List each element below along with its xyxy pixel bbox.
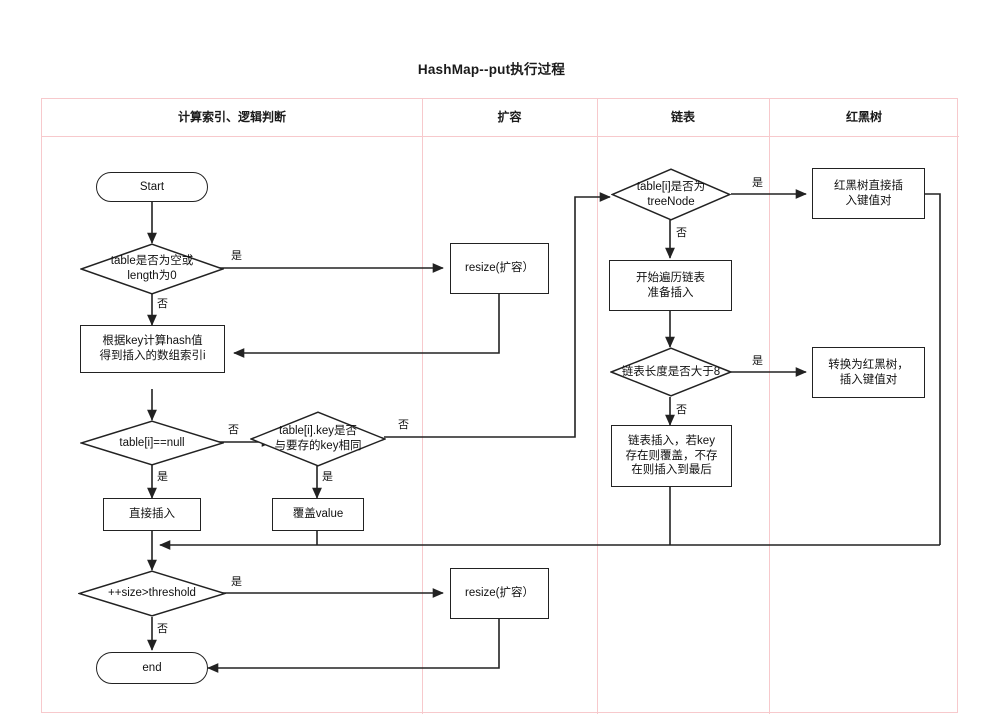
edge-label-table-empty-yes: 是	[231, 250, 242, 262]
node-size-threshold[interactable]: ++size>threshold	[78, 570, 226, 617]
diamond-shape	[250, 411, 386, 467]
node-end[interactable]: end	[96, 652, 208, 684]
node-resize-top[interactable]: resize(扩容）	[450, 243, 549, 294]
header-divider	[42, 136, 959, 138]
edge-label-table-null-no: 否	[228, 424, 239, 436]
edge-label-table-empty-no: 否	[157, 298, 168, 310]
node-label: ++size>threshold	[108, 587, 196, 600]
diamond-shape	[78, 570, 226, 617]
lane-header-linkedlist: 链表	[670, 110, 695, 124]
edge-label-table-null-yes: 是	[157, 471, 168, 483]
node-tree-insert[interactable]: 红黑树直接插入键值对	[812, 168, 925, 219]
node-start[interactable]: Start	[96, 172, 208, 202]
edge-label-key-same-no: 否	[398, 419, 409, 431]
diamond-shape	[610, 347, 732, 397]
lane-divider-3	[769, 99, 771, 714]
node-traverse-list[interactable]: 开始遍历链表准备插入	[609, 260, 732, 311]
node-resize-bottom[interactable]: resize(扩容）	[450, 568, 549, 619]
lane-header-resize: 扩容	[497, 110, 522, 124]
node-overwrite-value[interactable]: 覆盖value	[272, 498, 364, 531]
edge-label-len-yes: 是	[752, 355, 763, 367]
lane-header-logic: 计算索引、逻辑判断	[177, 110, 286, 124]
edge-label-treenode-yes: 是	[752, 177, 763, 189]
node-label: 链表长度是否大于8	[621, 365, 721, 378]
node-label: table[i].key是否与要存的key相同	[274, 425, 362, 452]
node-convert-tree[interactable]: 转换为红黑树，插入键值对	[812, 347, 925, 398]
diamond-shape	[80, 420, 224, 466]
node-table-null[interactable]: table[i]==null	[80, 420, 224, 466]
edge-label-size-threshold-yes: 是	[231, 576, 242, 588]
node-label: table[i]==null	[119, 436, 185, 449]
lane-header-redblacktree: 红黑树	[845, 110, 882, 124]
node-len-gt-8[interactable]: 链表长度是否大于8	[610, 347, 732, 397]
edge-label-key-same-yes: 是	[322, 471, 333, 483]
node-hash-index[interactable]: 根据key计算hash值得到插入的数组索引i	[80, 325, 225, 373]
lane-divider-2	[597, 99, 599, 714]
node-key-same[interactable]: table[i].key是否与要存的key相同	[250, 411, 386, 467]
node-direct-insert[interactable]: 直接插入	[103, 498, 201, 531]
lane-divider-1	[422, 99, 424, 714]
diamond-shape	[611, 168, 731, 221]
page-title: HashMap--put执行过程	[417, 62, 566, 77]
edge-label-len-no: 否	[676, 404, 687, 416]
edge-label-size-threshold-no: 否	[157, 623, 168, 635]
diamond-shape	[80, 243, 224, 295]
edge-label-treenode-no: 否	[676, 227, 687, 239]
